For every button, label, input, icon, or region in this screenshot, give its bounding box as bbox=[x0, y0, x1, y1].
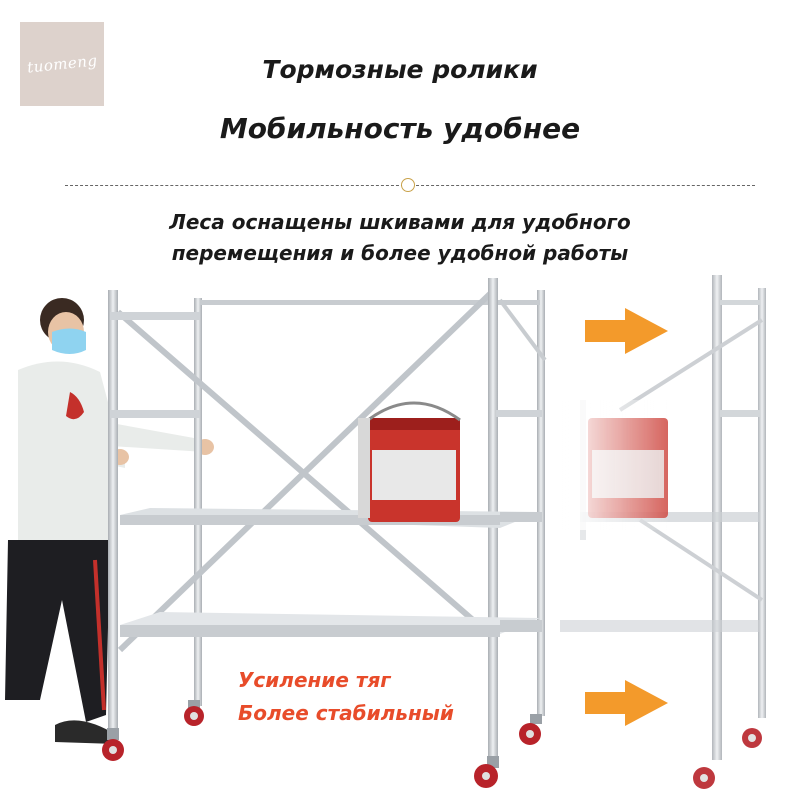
description-line-2: перемещения и более удобной работы bbox=[171, 241, 629, 265]
face-mask-icon bbox=[52, 328, 86, 354]
caster-wheel-icon bbox=[102, 728, 124, 761]
worker-figure bbox=[5, 298, 214, 744]
highlight-line-2: Более стабильный bbox=[238, 701, 454, 725]
arrow-right-icon bbox=[585, 308, 668, 354]
paint-bucket-icon bbox=[358, 401, 461, 522]
brand-logo: tuomeng bbox=[20, 22, 104, 106]
caster-wheel-icon bbox=[474, 756, 499, 788]
caster-wheel-icon bbox=[184, 700, 204, 726]
caster-wheel-icon bbox=[693, 767, 715, 789]
heading-primary: Тормозные ролики bbox=[262, 55, 538, 84]
moving-scaffold bbox=[560, 275, 766, 789]
description-line-1: Леса оснащены шкивами для удобного bbox=[169, 210, 631, 234]
caster-wheel-icon bbox=[742, 728, 762, 748]
highlight-line-1: Усиление тяг bbox=[238, 668, 391, 692]
main-scaffold bbox=[102, 278, 547, 788]
arrow-right-icon bbox=[585, 680, 668, 726]
caster-wheel-icon bbox=[519, 714, 542, 745]
heading-secondary: Мобильность удобнее bbox=[219, 112, 581, 145]
divider-ornament-icon bbox=[401, 178, 415, 192]
